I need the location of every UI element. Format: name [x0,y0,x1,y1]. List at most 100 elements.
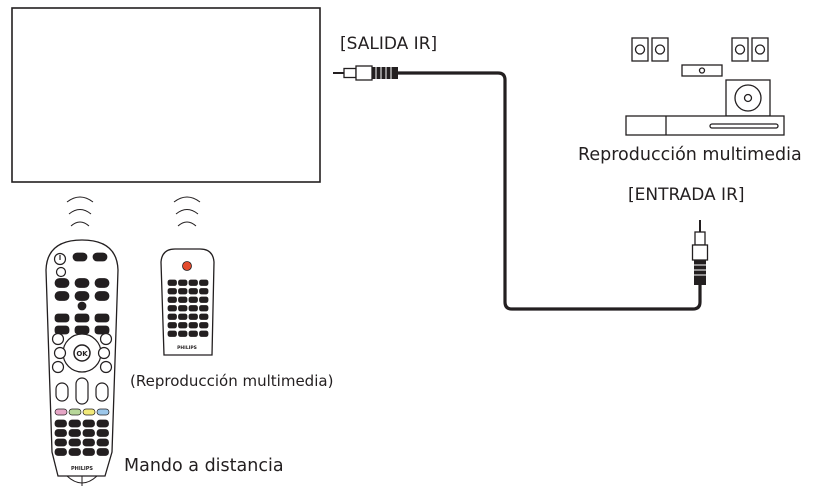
remote-button [82,448,95,456]
remote-button [55,382,69,402]
power-button [182,261,192,271]
remote-button [68,438,81,447]
remote-button [178,322,188,329]
ir-out-label: [SALIDA IR] [340,34,438,54]
remote-button [51,360,65,374]
remote-button [54,278,70,288]
remote-button [188,313,198,320]
remote-button [99,332,113,346]
display-monitor [11,7,321,183]
ir-cable [398,71,702,311]
speaker-icon [631,37,649,62]
remote-button [54,438,67,447]
remote-button [199,330,209,337]
speaker-icon [751,37,769,62]
remote-button [199,279,209,286]
remote-button [54,291,70,301]
remote-button [199,322,209,329]
speaker-icon [731,37,749,62]
remote-button [94,313,110,323]
remote-button [74,313,90,323]
remote-button [74,291,90,301]
remote-button [53,346,67,360]
remote-button [94,291,110,301]
remote-button [178,305,188,312]
multimedia-remote-label: (Reproducción multimedia) [130,372,334,390]
remote-button [167,313,177,320]
remote-button [51,332,65,346]
remote-button [72,252,88,262]
ok-label: OK [76,350,88,358]
brand-logo: PHILIPS [177,345,197,351]
remote-button [199,305,209,312]
remote-button [74,325,90,335]
remote-button [54,429,67,437]
multimedia-remote-control: PHILIPS [160,248,215,356]
remote-button [167,288,177,295]
remote-button [68,419,81,428]
remote-button [96,419,109,428]
remote-button [199,313,209,320]
ok-button [73,344,91,362]
remote-button [178,288,188,295]
remote-control-label: Mando a distancia [124,456,284,476]
remote-button [68,429,81,437]
remote-button [188,288,198,295]
remote-button [178,330,188,337]
remote-button [68,448,81,456]
volume-rocker [75,377,89,405]
color-key [96,408,110,416]
remote-button [54,325,70,335]
remote-button [77,301,87,311]
mini-jack-icon [691,220,709,285]
remote-button [178,279,188,286]
remote-button [82,429,95,437]
remote-button [96,448,109,456]
ir-signal-icon [173,196,201,227]
remote-button [94,278,110,288]
main-remote-control: OK PHILIPS [45,239,119,486]
remote-button [178,313,188,320]
remote-button [82,438,95,447]
remote-button [188,322,198,329]
remote-button [54,448,67,456]
color-key [82,408,96,416]
mini-jack-icon [333,65,398,81]
remote-button [188,305,198,312]
remote-button [199,288,209,295]
multimedia-player-label: Reproducción multimedia [578,145,802,165]
remote-button [54,313,70,323]
remote-button [54,419,67,428]
remote-button [188,330,198,337]
center-speaker [681,64,723,77]
brand-logo: PHILIPS [71,466,93,472]
remote-button [97,346,111,360]
remote-button [96,438,109,447]
remote-button [96,429,109,437]
remote-button [167,322,177,329]
color-key [54,408,68,416]
remote-button [178,296,188,303]
remote-button [94,325,110,335]
remote-button [167,305,177,312]
color-key [68,408,82,416]
speaker-icon [651,37,669,62]
remote-button [74,278,90,288]
remote-button [167,296,177,303]
ir-signal-icon [66,196,94,227]
remote-button [92,252,108,262]
remote-button [199,296,209,303]
ir-in-label: [ENTRADA IR] [628,185,745,205]
remote-button [188,296,198,303]
remote-button [95,382,109,402]
subwoofer-icon [725,79,771,117]
remote-button [167,279,177,286]
remote-button [188,279,198,286]
remote-button [82,419,95,428]
remote-button [55,266,67,278]
multimedia-player-system [625,37,785,136]
remote-button [99,360,113,374]
player-unit [625,115,785,136]
remote-button [167,330,177,337]
